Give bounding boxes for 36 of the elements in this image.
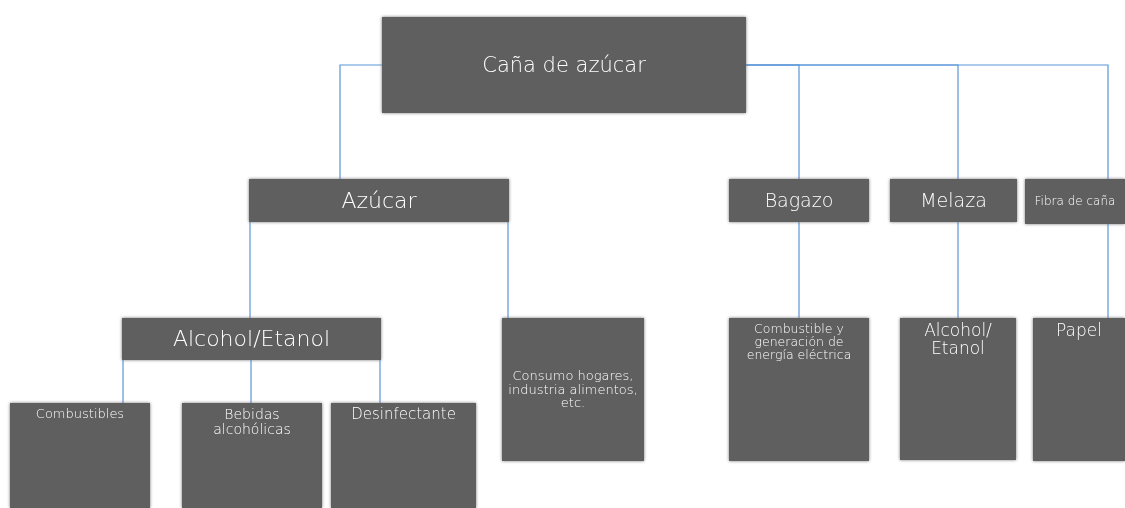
connector-line bbox=[250, 359, 252, 404]
process-box bbox=[1025, 179, 1125, 224]
process-box bbox=[729, 318, 869, 461]
node-label: Caña de azúcar bbox=[482, 53, 646, 76]
process-box bbox=[890, 179, 1017, 222]
process-box bbox=[1033, 318, 1125, 461]
node-label: Consumo hogares, industria alimentos, etc. bbox=[507, 369, 639, 410]
node-label: Alcohol/Etanol bbox=[172, 327, 331, 351]
node-label: Bagazo bbox=[764, 190, 834, 211]
connector-line bbox=[379, 359, 381, 404]
connector-line bbox=[507, 221, 509, 319]
connector-line bbox=[798, 221, 800, 319]
node-label: Azúcar bbox=[341, 188, 417, 213]
node-label: Desinfectante bbox=[351, 407, 456, 423]
connector-line bbox=[122, 359, 124, 404]
process-box bbox=[729, 179, 869, 222]
process-box bbox=[249, 179, 509, 222]
process-box bbox=[10, 403, 150, 508]
process-box bbox=[331, 403, 476, 508]
connector-line bbox=[1107, 223, 1109, 319]
node-label: Combustible y generación de energía eléctrica bbox=[745, 322, 853, 362]
connector-line bbox=[339, 64, 383, 180]
node-label: Combustibles bbox=[35, 407, 125, 421]
process-box bbox=[502, 318, 644, 461]
connector-line bbox=[957, 221, 959, 319]
node-label: Papel bbox=[1056, 322, 1102, 340]
connector-line bbox=[249, 221, 251, 319]
node-label: Alcohol/ Etanol bbox=[923, 322, 993, 358]
connector-line bbox=[745, 64, 1109, 180]
process-box bbox=[900, 318, 1016, 460]
process-box bbox=[122, 318, 381, 360]
process-box bbox=[182, 403, 322, 508]
process-box bbox=[382, 17, 746, 113]
node-label: Bebidas alcohólicas bbox=[212, 407, 292, 437]
node-label: Melaza bbox=[920, 190, 987, 211]
node-label: Fibra de caña bbox=[1034, 195, 1116, 208]
